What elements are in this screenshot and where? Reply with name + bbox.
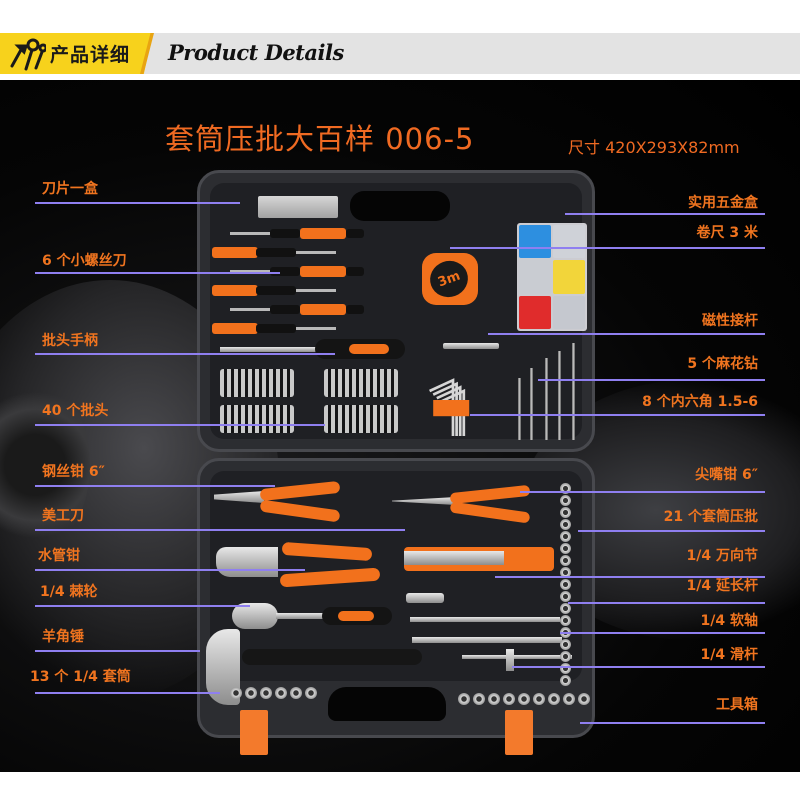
water-pump-pliers-jaw	[216, 547, 278, 577]
label-small-screwdrivers: 6 个小螺丝刀	[42, 253, 127, 269]
sliding-t-bar	[462, 655, 572, 659]
leader-line	[495, 576, 765, 578]
leader-line	[35, 202, 240, 204]
leader-line	[488, 333, 765, 335]
label-ratchet: 1/4 棘轮	[40, 584, 98, 600]
product-image-stage: 套筒压批大百样 006-5 尺寸 420X293X82mm	[0, 80, 800, 772]
leader-line	[35, 569, 305, 571]
drill-bit	[518, 378, 521, 440]
label-sliding-t-bar: 1/4 滑杆	[700, 647, 758, 663]
leader-line	[578, 530, 765, 532]
leader-line	[470, 414, 765, 416]
toolbox-upper-case: 3m	[197, 170, 595, 452]
bit-handle-grip	[315, 339, 405, 359]
product-name: 套筒压批大百样 006-5	[165, 122, 475, 156]
flexible-shaft	[412, 637, 562, 643]
screwdriver	[230, 266, 380, 277]
label-toolbox: 工具箱	[716, 697, 758, 713]
background-car-wheel	[0, 380, 90, 550]
label-13-sockets: 13 个 1/4 套筒	[30, 669, 131, 685]
label-universal-joint: 1/4 万向节	[686, 548, 758, 564]
leader-line	[35, 692, 220, 694]
tape-measure: 3m	[422, 253, 478, 305]
product-size: 尺寸 420X293X82mm	[568, 138, 740, 157]
sliding-t-bar-head	[506, 649, 514, 671]
toolbox-lower-case	[197, 458, 595, 738]
leader-line	[560, 632, 765, 634]
socket-row-left	[230, 687, 317, 699]
needle-nose-pliers-jaw	[392, 497, 456, 505]
tape-measure-label: 3m	[424, 255, 474, 303]
leader-line	[35, 272, 280, 274]
bit-rack	[220, 405, 294, 433]
leader-line	[35, 650, 200, 652]
bit-handle-shaft	[220, 347, 320, 352]
label-hardware-box: 实用五金盒	[688, 195, 758, 211]
label-water-pump-pliers: 水管钳	[38, 548, 80, 564]
tools-icon	[10, 38, 46, 71]
utility-knife	[404, 547, 554, 571]
leader-line	[520, 491, 765, 493]
extension-bar	[410, 617, 560, 622]
label-40-bits: 40 个批头	[42, 403, 109, 419]
toolbox-latch-left	[240, 710, 268, 755]
blade-box	[258, 196, 338, 218]
label-drill-bits: 5 个麻花钻	[687, 356, 758, 372]
screwdriver	[230, 228, 380, 239]
label-needle-nose-pliers: 尖嘴钳 6″	[695, 467, 758, 483]
magnetic-bit-holder	[443, 343, 499, 349]
hardware-organizer-box	[517, 223, 587, 331]
screwdriver	[212, 323, 362, 334]
ratchet-shaft	[276, 613, 326, 619]
leader-line	[565, 213, 765, 215]
leader-line	[512, 666, 765, 668]
leader-line	[35, 529, 405, 531]
screwdriver	[230, 304, 380, 315]
bit-rack	[324, 369, 398, 397]
label-tape-measure: 卷尺 3 米	[696, 225, 759, 241]
hammer-handle	[242, 649, 422, 665]
universal-joint	[406, 593, 444, 603]
label-claw-hammer: 羊角锤	[42, 629, 84, 645]
screwdriver	[212, 285, 362, 296]
leader-line	[580, 722, 765, 724]
leader-line	[35, 353, 335, 355]
label-flexible-shaft: 1/4 软轴	[700, 613, 758, 629]
combination-pliers-jaw	[214, 491, 264, 503]
toolbox-carry-handle	[328, 687, 446, 721]
socket-row-right	[458, 693, 590, 705]
toolbox-top-handle	[350, 191, 450, 221]
drill-bit	[572, 343, 575, 440]
toolbox-latch-right	[505, 710, 533, 755]
leader-line	[538, 379, 765, 381]
label-magnetic-holder: 磁性接杆	[702, 313, 758, 329]
label-utility-knife: 美工刀	[42, 508, 84, 524]
leader-line	[35, 485, 275, 487]
header-en-title: Product Details	[168, 40, 344, 65]
label-blade-box: 刀片一盒	[42, 181, 98, 197]
bit-rack	[220, 369, 294, 397]
leader-line	[450, 247, 765, 249]
ratchet-handle	[322, 607, 392, 625]
leader-line	[35, 424, 325, 426]
label-21-sockets: 21 个套筒压批	[663, 509, 758, 525]
ratchet-head	[232, 603, 278, 629]
socket-column-right	[560, 483, 571, 686]
drill-bit	[558, 351, 561, 440]
leader-line	[35, 605, 250, 607]
label-combination-pliers: 钢丝钳 6″	[42, 464, 105, 480]
screwdriver	[212, 247, 362, 258]
label-hex-keys: 8 个内六角 1.5-6	[642, 394, 758, 410]
header-cn-title: 产品详细	[50, 44, 131, 66]
label-extension-bar: 1/4 延长杆	[686, 578, 758, 594]
leader-line	[568, 602, 765, 604]
hex-key-set	[429, 378, 470, 436]
drill-bit	[530, 368, 533, 440]
drill-bit	[545, 358, 548, 440]
label-bit-handle: 批头手柄	[42, 333, 98, 349]
bit-rack	[324, 405, 398, 433]
